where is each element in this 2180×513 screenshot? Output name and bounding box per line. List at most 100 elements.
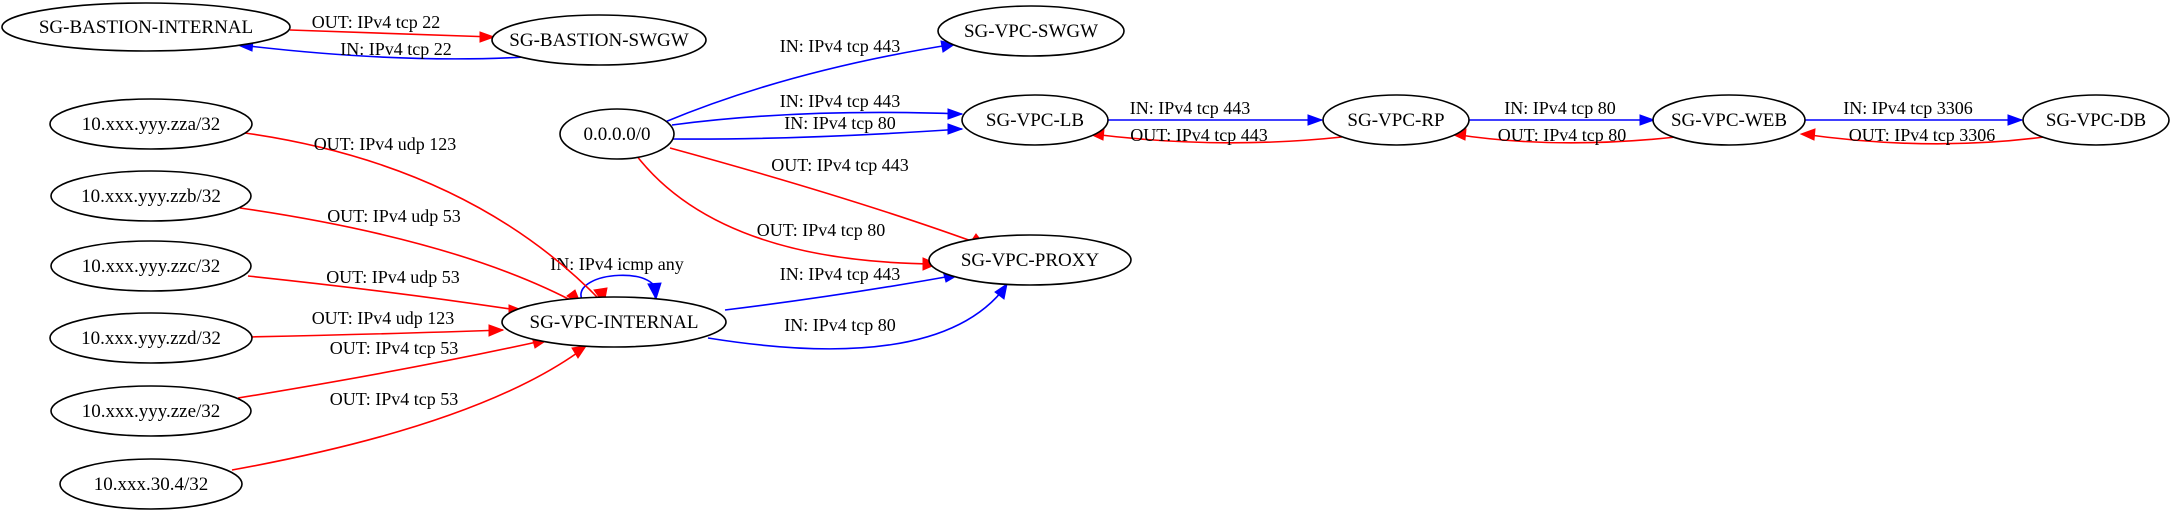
edge-any-proxy-443 xyxy=(669,147,986,247)
node-ip-zzb[interactable]: 10.xxx.yyy.zzb/32 xyxy=(50,170,252,222)
node-label: SG-VPC-SWGW xyxy=(964,21,1098,42)
arrow-internal-self xyxy=(647,282,662,301)
node-sg-vpc-internal[interactable]: SG-VPC-INTERNAL xyxy=(501,296,727,348)
node-ellipse xyxy=(50,240,252,292)
node-ellipse xyxy=(2022,94,2170,146)
edge-db-web xyxy=(1801,133,2045,145)
node-ellipse xyxy=(50,170,252,222)
arrow-host30-internal xyxy=(571,345,588,359)
edge-host30-internal xyxy=(231,347,585,471)
edge-label-any-swgw: IN: IPv4 tcp 443 xyxy=(780,36,901,56)
edge-zzd-internal xyxy=(245,329,504,338)
node-label: SG-VPC-RP xyxy=(1347,110,1444,131)
node-ellipse xyxy=(50,385,252,437)
node-ellipse xyxy=(59,458,243,510)
edge-bastion-in xyxy=(239,44,526,60)
node-label: SG-VPC-DB xyxy=(2046,110,2146,131)
node-label: 10.xxx.yyy.zza/32 xyxy=(82,114,221,135)
node-label: 10.xxx.yyy.zze/32 xyxy=(82,401,221,422)
node-sg-vpc-swgw[interactable]: SG-VPC-SWGW xyxy=(937,5,1125,57)
node-label: 10.xxx.yyy.zzd/32 xyxy=(81,328,221,349)
edge-label-zzc: OUT: IPv4 udp 53 xyxy=(326,267,460,287)
node-ip-zza[interactable]: 10.xxx.yyy.zza/32 xyxy=(49,98,253,150)
edge-label-web-rp: OUT: IPv4 tcp 80 xyxy=(1498,125,1627,145)
edge-label-bastion-in: IN: IPv4 tcp 22 xyxy=(340,39,452,59)
node-ellipse xyxy=(559,108,675,160)
node-ellipse xyxy=(937,5,1125,57)
node-label: SG-VPC-LB xyxy=(986,110,1084,131)
edge-bastion-out xyxy=(289,29,494,38)
edge-any-proxy-80 xyxy=(632,150,936,265)
node-label: 10.xxx.yyy.zzc/32 xyxy=(82,256,221,277)
arrow-web-db xyxy=(2007,114,2024,126)
node-sg-bastion-internal[interactable]: SG-BASTION-INTERNAL xyxy=(1,2,291,52)
edge-label-rp-lb: OUT: IPv4 tcp 443 xyxy=(1130,125,1268,145)
edge-label-zze: OUT: IPv4 tcp 53 xyxy=(330,338,459,358)
node-ellipse xyxy=(1,2,291,52)
edge-label-lb-rp: IN: IPv4 tcp 443 xyxy=(1130,98,1251,118)
node-sg-vpc-db[interactable]: SG-VPC-DB xyxy=(2022,94,2170,146)
arrow-internal-proxy-80 xyxy=(994,282,1008,300)
node-label: SG-VPC-PROXY xyxy=(961,250,1100,271)
edge-zzc-internal xyxy=(247,275,524,312)
edge-label-any-lb-443: IN: IPv4 tcp 443 xyxy=(780,91,901,111)
arrow-any-lb-80 xyxy=(947,123,964,135)
node-ellipse xyxy=(49,312,253,364)
edge-rp-lb xyxy=(1091,133,1343,144)
node-label: SG-BASTION-SWGW xyxy=(509,30,689,51)
edge-zze-internal xyxy=(237,339,547,399)
edge-zza-internal xyxy=(244,132,603,303)
node-ip-zze[interactable]: 10.xxx.yyy.zze/32 xyxy=(50,385,252,437)
edge-label-any-proxy-80: OUT: IPv4 tcp 80 xyxy=(757,220,886,240)
node-sg-vpc-rp[interactable]: SG-VPC-RP xyxy=(1322,94,1470,146)
node-label: 0.0.0.0/0 xyxy=(583,124,650,145)
edge-zzb-internal xyxy=(239,207,581,306)
node-label: SG-BASTION-INTERNAL xyxy=(39,17,253,38)
node-ip-host30[interactable]: 10.xxx.30.4/32 xyxy=(59,458,243,510)
node-ip-zzc[interactable]: 10.xxx.yyy.zzc/32 xyxy=(50,240,252,292)
node-sg-vpc-proxy[interactable]: SG-VPC-PROXY xyxy=(928,234,1132,286)
edge-label-host30: OUT: IPv4 tcp 53 xyxy=(330,389,459,409)
edge-label-zza: OUT: IPv4 udp 123 xyxy=(314,134,457,154)
edge-any-lb-443 xyxy=(671,111,963,126)
edge-label-any-proxy-443: OUT: IPv4 tcp 443 xyxy=(771,155,909,175)
arrow-bastion-out xyxy=(479,31,496,43)
arrow-db-web xyxy=(1799,128,1816,141)
edges: OUT: IPv4 tcp 22 IN: IPv4 tcp 22 IN: IPv… xyxy=(231,12,2045,471)
edge-any-lb-80 xyxy=(671,128,963,140)
edge-label-web-db: IN: IPv4 tcp 3306 xyxy=(1843,98,1973,118)
edge-any-swgw xyxy=(664,43,956,123)
node-ellipse xyxy=(1322,94,1470,146)
node-sg-vpc-web[interactable]: SG-VPC-WEB xyxy=(1652,94,1806,146)
edge-label-zzb: OUT: IPv4 udp 53 xyxy=(327,206,461,226)
edge-label-rp-web: IN: IPv4 tcp 80 xyxy=(1504,98,1616,118)
node-any-ipv4[interactable]: 0.0.0.0/0 xyxy=(559,108,675,160)
node-ellipse xyxy=(928,234,1132,286)
node-label: 10.xxx.yyy.zzb/32 xyxy=(81,186,221,207)
node-label: SG-VPC-WEB xyxy=(1671,110,1787,131)
arrow-any-lb-443 xyxy=(947,108,964,120)
arrow-zzd-internal xyxy=(488,324,505,337)
arrow-lb-rp xyxy=(1307,114,1324,126)
arrow-rp-web xyxy=(1639,114,1656,126)
edge-label-internal-proxy-80: IN: IPv4 tcp 80 xyxy=(784,315,896,335)
edge-label-internal-proxy-443: IN: IPv4 tcp 443 xyxy=(780,264,901,284)
edge-label-zzd: OUT: IPv4 udp 123 xyxy=(312,308,455,328)
node-ellipse xyxy=(961,94,1109,146)
node-ellipse xyxy=(501,296,727,348)
edge-web-rp xyxy=(1452,133,1677,144)
edge-internal-proxy-80 xyxy=(707,285,1007,350)
node-ellipse xyxy=(49,98,253,150)
edge-label-internal-self: IN: IPv4 icmp any xyxy=(550,254,683,274)
edge-label-db-web: OUT: IPv4 tcp 3306 xyxy=(1849,125,1996,145)
node-ellipse xyxy=(491,14,707,66)
node-sg-vpc-lb[interactable]: SG-VPC-LB xyxy=(961,94,1109,146)
node-sg-bastion-swgw[interactable]: SG-BASTION-SWGW xyxy=(491,14,707,66)
node-label: 10.xxx.30.4/32 xyxy=(94,474,209,495)
node-ip-zzd[interactable]: 10.xxx.yyy.zzd/32 xyxy=(49,312,253,364)
node-ellipse xyxy=(1652,94,1806,146)
edge-label-any-lb-80: IN: IPv4 tcp 80 xyxy=(784,113,896,133)
edge-label-bastion-out: OUT: IPv4 tcp 22 xyxy=(312,12,441,32)
